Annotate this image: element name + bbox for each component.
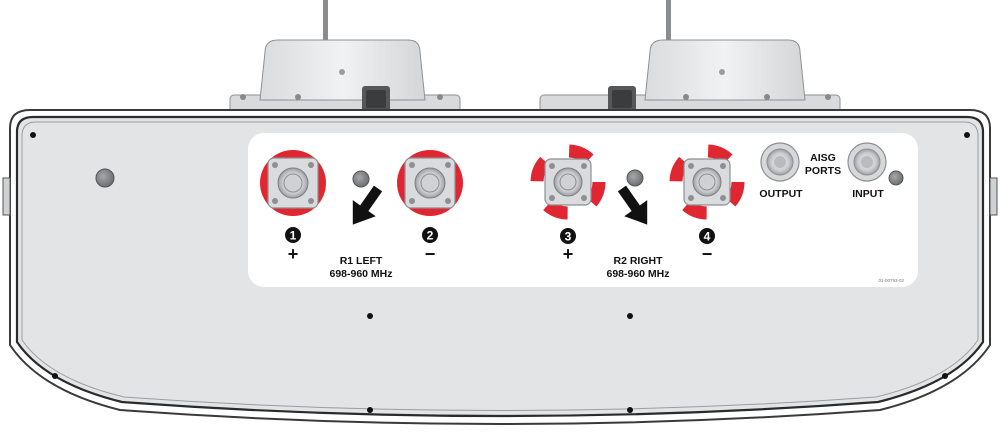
r2-arrow-icon: [617, 185, 648, 225]
r1-name: R1 LEFT: [340, 255, 383, 267]
port-3-connector: [530, 144, 606, 220]
port-4-number: 4: [704, 230, 711, 244]
r1-arrow-icon: [352, 185, 383, 225]
mounting-bolt-icon: [626, 169, 644, 187]
port-1-polarity: +: [288, 244, 299, 264]
r1-left-label: R1 LEFT 698-960 MHz: [329, 255, 392, 280]
aisg-output-connector: [760, 142, 800, 182]
aisg-labels: AISG PORTS OUTPUT INPUT: [759, 152, 884, 200]
mounting-bolt-icon: [352, 170, 370, 188]
aisg-title-line2: PORTS: [805, 165, 841, 177]
r1-band: 698-960 MHz: [329, 268, 392, 280]
r2-name: R2 RIGHT: [613, 255, 663, 267]
housing-rivets: [30, 132, 970, 413]
port-4-connector: [669, 144, 745, 220]
port-2-polarity: −: [425, 244, 436, 264]
port-2-number: 2: [427, 229, 434, 243]
r2-right-label: R2 RIGHT 698-960 MHz: [606, 255, 669, 280]
port-1-number: 1: [290, 229, 297, 243]
mounting-brackets: [229, 39, 841, 120]
aisg-title-line1: AISG: [810, 152, 836, 164]
aisg-input-label: INPUT: [852, 188, 884, 200]
port-1-label: 1 +: [285, 227, 301, 264]
port-2-connector: [397, 150, 463, 216]
part-number: 01-00793-02: [878, 278, 904, 283]
port-3-polarity: +: [563, 244, 574, 264]
port-3-label: 3 +: [560, 228, 576, 264]
aisg-output-label: OUTPUT: [759, 188, 803, 200]
port-2-label: 2 −: [422, 227, 438, 264]
aisg-input-connector: [847, 142, 887, 182]
port-4-polarity: −: [702, 244, 713, 264]
port-4-label: 4 −: [699, 228, 715, 264]
r2-band: 698-960 MHz: [606, 268, 669, 280]
port-1-connector: [260, 150, 326, 216]
mounting-bolt-icon: [888, 170, 904, 186]
port-3-number: 3: [565, 230, 572, 244]
